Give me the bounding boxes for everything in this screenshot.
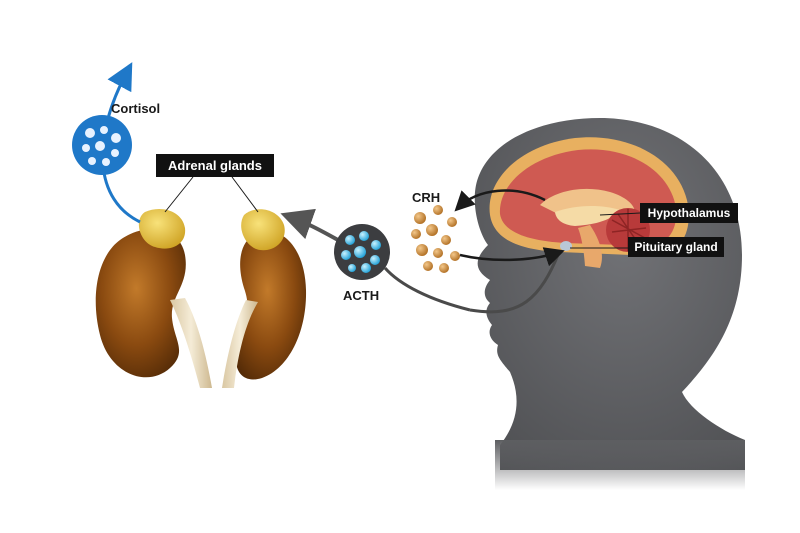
cortisol-molecule: [72, 115, 132, 175]
adrenal-glands-label: Adrenal glands: [168, 158, 262, 173]
right-adrenal-gland: [241, 209, 285, 251]
hypothalamus-tag: [640, 203, 738, 223]
adrenal-leader-right: [231, 176, 259, 213]
crh-release-arrow: [454, 189, 546, 212]
acth-to-adrenal-arrow: [280, 208, 339, 242]
acth-route-line: [383, 266, 471, 312]
left-kidney: [95, 208, 212, 388]
left-adrenal-gland: [138, 208, 186, 249]
hypothalamus-leader: [599, 212, 641, 216]
adrenal-glands-tag: [156, 154, 274, 177]
pituitary-gland-label: Pituitary gland: [634, 240, 717, 254]
cortisol-label: Cortisol: [111, 101, 160, 116]
acth-molecule: [334, 224, 390, 280]
hypothalamus-label: Hypothalamus: [648, 206, 731, 220]
right-kidney: [222, 209, 307, 388]
crh-to-pituitary-arrow: [459, 247, 565, 267]
acth-label: ACTH: [343, 288, 379, 303]
pituitary-gland-tag: [628, 237, 724, 257]
crh-particles: [411, 205, 460, 273]
adrenal-leader-left: [164, 176, 194, 213]
crh-label: CRH: [412, 190, 440, 205]
